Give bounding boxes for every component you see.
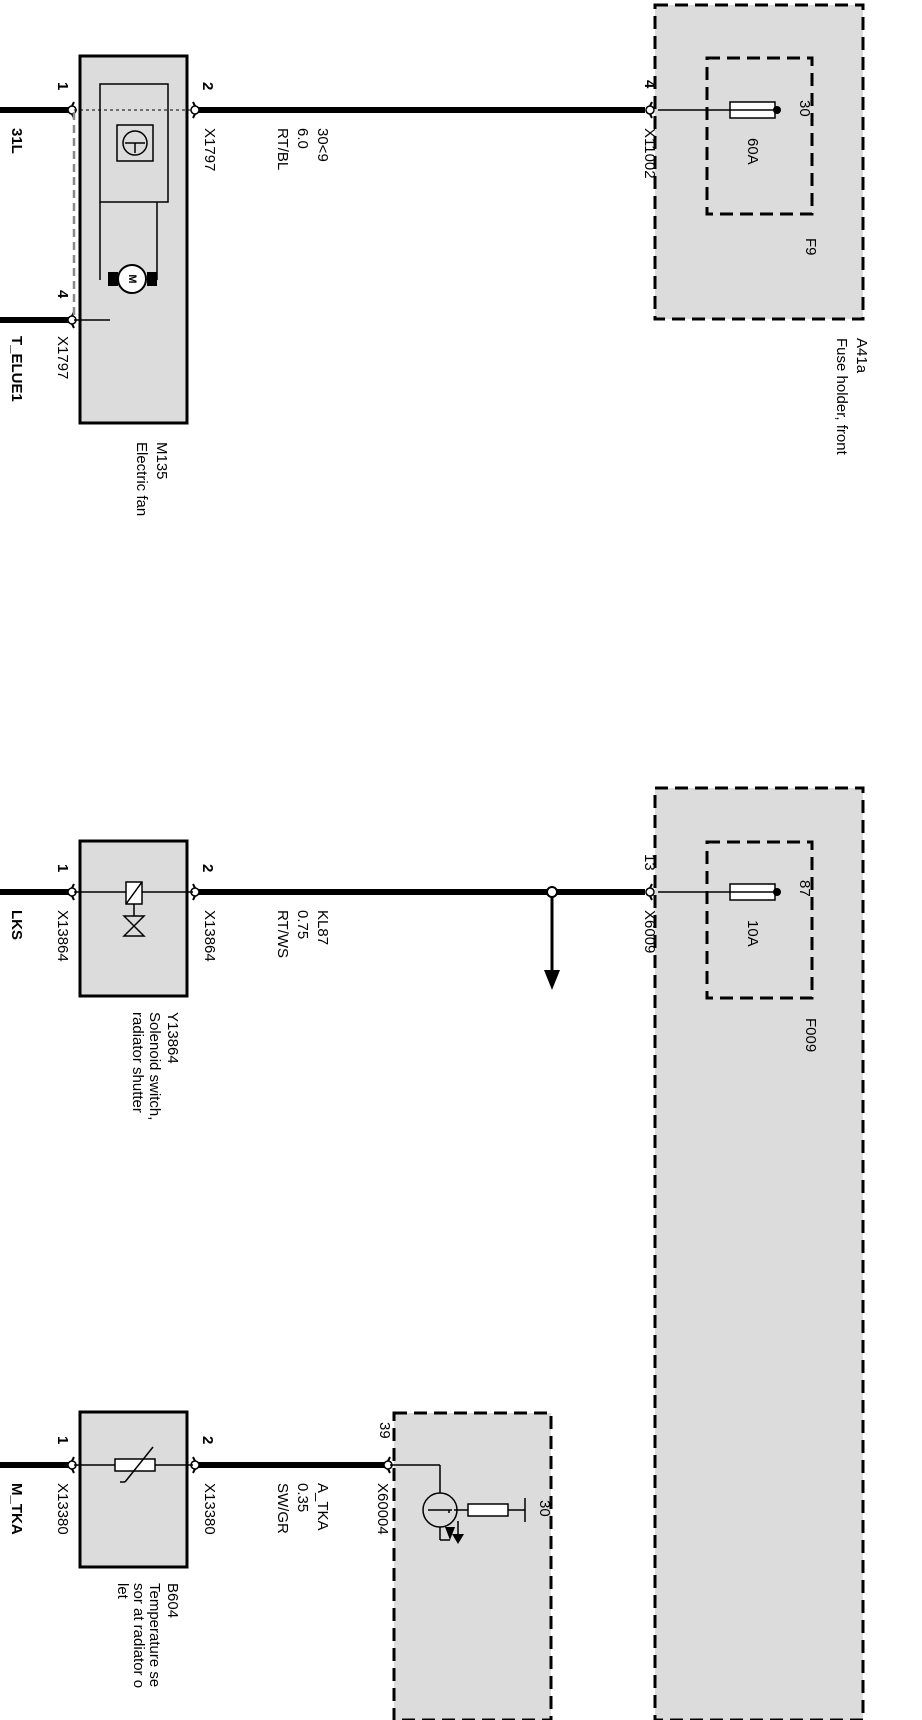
- connector-label: X1797: [201, 128, 218, 171]
- control-unit-transistor-icon: [390, 1464, 526, 1541]
- wire-label: 0.75: [294, 910, 311, 939]
- terminal-x11002: [645, 101, 655, 119]
- fuse-terminal: 30: [796, 100, 813, 117]
- connector-label: X13864: [54, 910, 71, 962]
- electric-fan-body: [78, 54, 189, 425]
- signal-label: LKS: [8, 910, 25, 940]
- pin-label: 13: [641, 854, 658, 871]
- component-name: Electric fan: [133, 442, 150, 516]
- terminal-fan-2: [190, 101, 200, 119]
- motor-icon: M: [108, 264, 157, 294]
- component-name: let: [114, 1583, 131, 1600]
- component-name: radiator shutter: [129, 1012, 146, 1113]
- fuse-f9-icon: [729, 101, 781, 119]
- connector-label: X13864: [201, 910, 218, 962]
- wire-label: 0.35: [294, 1483, 311, 1512]
- wire-label: A_TKA: [314, 1483, 331, 1531]
- signal-label: 31L: [8, 128, 25, 154]
- pin-label: 4: [54, 290, 71, 299]
- branch-arrow: [544, 886, 560, 990]
- sensor-body: [78, 1410, 189, 1569]
- component-name: Fuse holder, front: [833, 338, 850, 456]
- component-name: Temperature se: [146, 1583, 163, 1687]
- component-id: M135: [153, 442, 170, 480]
- pin-label: 39: [376, 1422, 393, 1439]
- pin-label: 2: [199, 864, 216, 872]
- connector-label: X11002: [641, 128, 658, 179]
- connector-label: X6009: [641, 910, 658, 953]
- signal-label: T_ELUE1: [8, 336, 25, 402]
- wire-label: SW/GR: [274, 1483, 291, 1534]
- wire-label: RT/WS: [274, 910, 291, 958]
- component-id: Y13864: [164, 1012, 181, 1064]
- wire-label: KL87: [314, 910, 331, 945]
- component-id: A41a: [853, 338, 870, 374]
- terminal-x6009: [645, 883, 655, 901]
- control-unit-box: [392, 1411, 553, 1720]
- component-id: B604: [164, 1583, 181, 1618]
- fuse-rating: 60A: [744, 138, 761, 165]
- thermistor-icon: [74, 1446, 193, 1483]
- connector-label: X1797: [54, 336, 71, 379]
- wire-label: RT/BL: [274, 128, 291, 170]
- fuse-terminal: 87: [796, 880, 813, 897]
- fuse-box-2: [653, 786, 865, 1720]
- connector-label: X13380: [201, 1483, 218, 1535]
- pin-label: 2: [199, 1436, 216, 1444]
- fuse-id: F9: [802, 238, 819, 256]
- terminal-sensor-2: [190, 1456, 200, 1474]
- ground-arrow: [452, 1521, 464, 1544]
- pin-label: 1: [54, 864, 71, 872]
- solenoid-body: [78, 839, 189, 998]
- fan-internal-circuit: [72, 83, 193, 321]
- fuse-id: F009: [802, 1018, 819, 1052]
- signal-label: M_TKA: [8, 1483, 25, 1535]
- pin-label: 1: [54, 1436, 71, 1444]
- component-name: sor at radiator o: [130, 1583, 147, 1688]
- fuse-f9-inner-box: [705, 56, 814, 216]
- connector-label: X13380: [54, 1483, 71, 1535]
- pin-label: 4: [641, 80, 658, 89]
- wire-label: 6.0: [294, 128, 311, 149]
- fuse-f009-icon: [729, 883, 781, 901]
- fuse-f009-inner-box: [705, 840, 814, 1000]
- pin-label: 2: [199, 82, 216, 90]
- pin-label: 1: [54, 82, 71, 90]
- terminal-label: 30: [536, 1500, 553, 1517]
- fuse-rating: 10A: [744, 920, 761, 947]
- wire-label: 30<9: [314, 128, 331, 162]
- connector-label: X60004: [374, 1483, 391, 1535]
- solenoid-valve-icon: [74, 881, 193, 937]
- component-name: Solenoid switch,: [146, 1012, 163, 1120]
- transistor-icon: [116, 124, 154, 162]
- motor-label: M: [126, 274, 138, 283]
